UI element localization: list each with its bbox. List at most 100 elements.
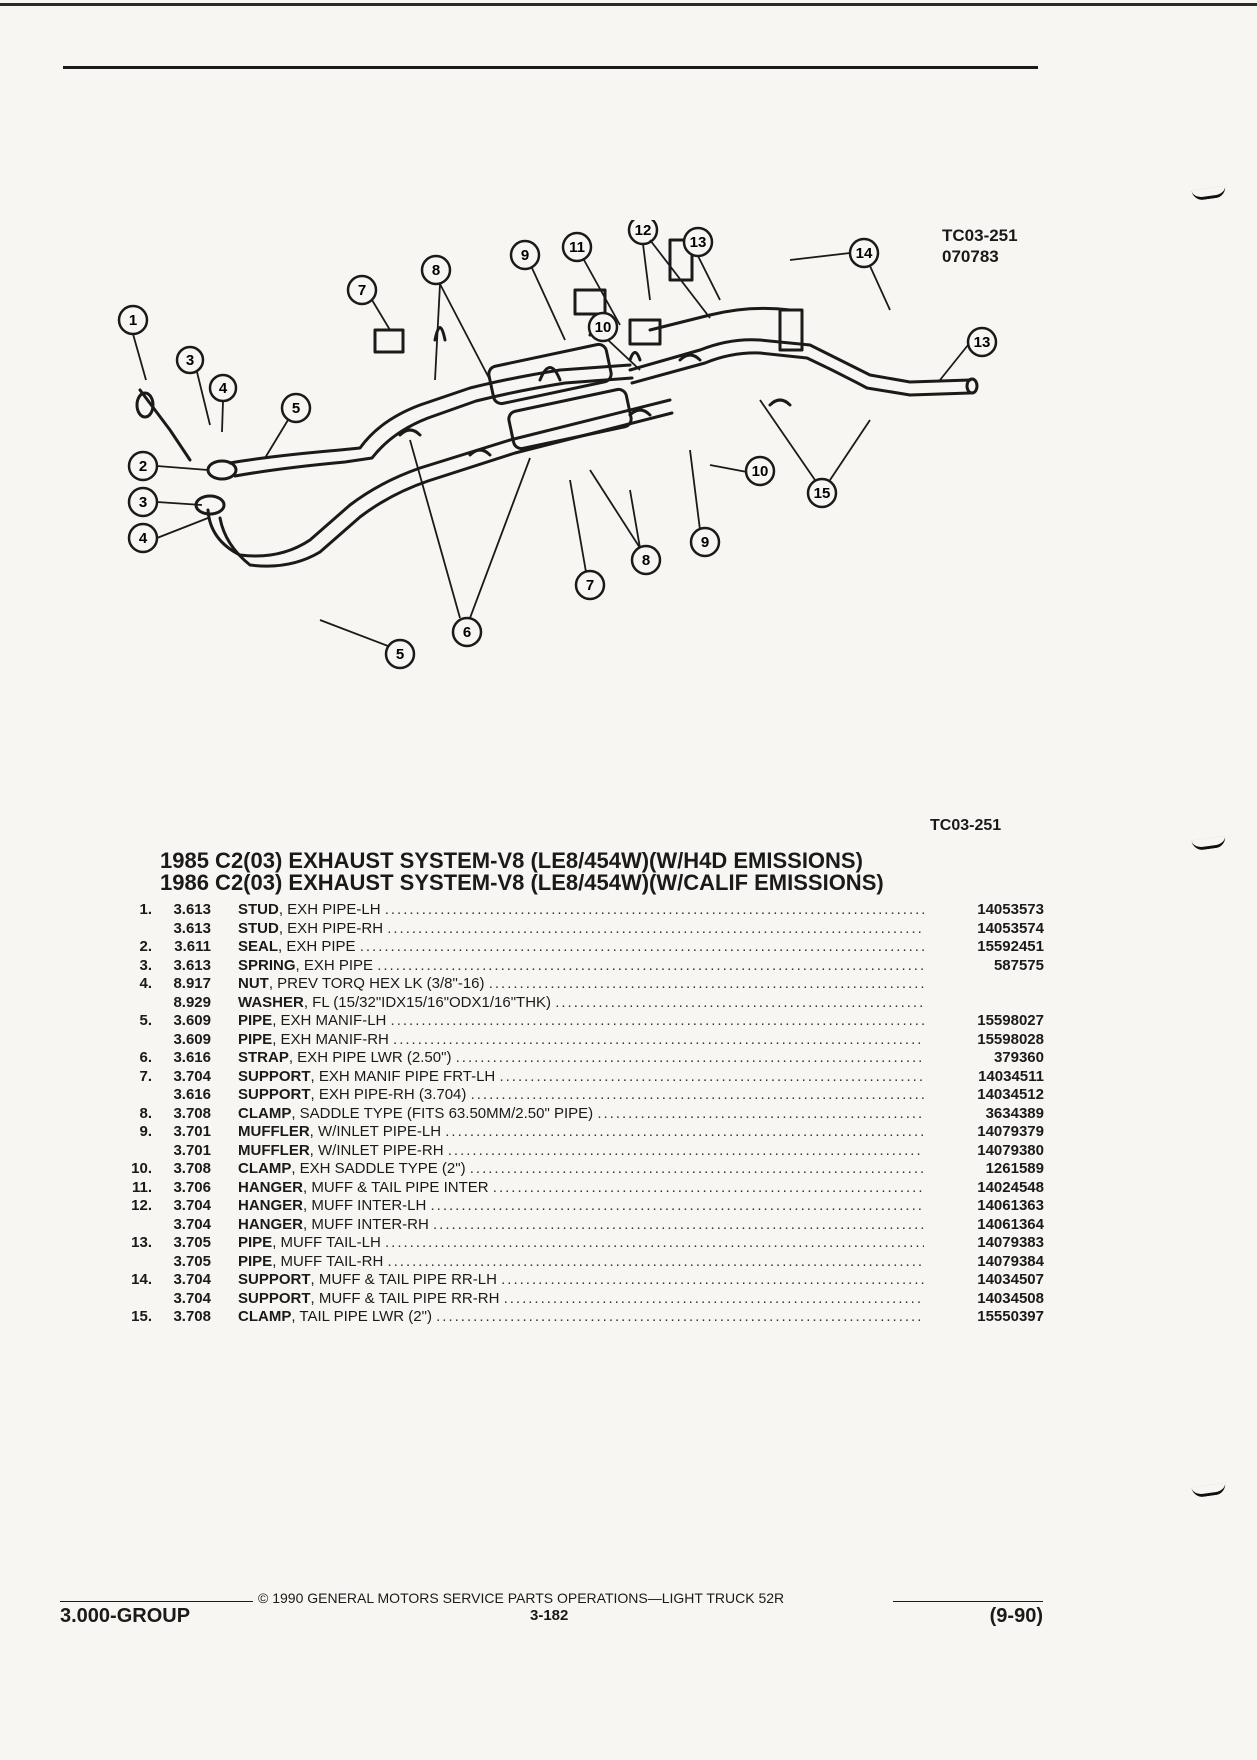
part-number: 14079384: [977, 1252, 1044, 1270]
ref-number: 12.: [131, 1197, 152, 1214]
leader-dots: ........................................…: [470, 1086, 924, 1103]
part-number: 14079379: [977, 1123, 1044, 1140]
exhaust-system-diagram: 1 3 4 5 2 3 4 5 6 7 7 8 8 9 9 10 10 11 1…: [117, 220, 998, 670]
part-description: PIPE, MUFF TAIL-RH .....................…: [238, 1253, 924, 1272]
leader-dots: ........................................…: [492, 1178, 924, 1196]
svg-text:10: 10: [752, 463, 769, 480]
figure-label: TC03-251: [930, 817, 1002, 834]
leader-dots: ........................................…: [384, 901, 924, 918]
svg-text:4: 4: [139, 530, 148, 547]
leader-dots: ........................................…: [501, 1271, 924, 1288]
callout-4-lower: 4: [127, 522, 159, 554]
ref-number: 15.: [131, 1308, 152, 1325]
part-detail: , MUFF & TAIL PIPE RR-LH: [310, 1271, 497, 1288]
callout-4-upper: 4: [208, 373, 238, 403]
svg-text:9: 9: [701, 534, 709, 551]
part-number: 14079383: [977, 1234, 1044, 1251]
figure-code-block: TC03-251 070783: [942, 225, 1018, 267]
svg-text:6: 6: [463, 624, 471, 641]
part-detail: , W/INLET PIPE-RH: [309, 1141, 444, 1159]
exhaust-pipe-rh: [206, 398, 672, 558]
part-detail: , FL (15/32"IDX15/16"ODX1/16"THK): [303, 993, 552, 1011]
tail-pipe-lh: [628, 338, 972, 384]
leader-dots: ........................................…: [447, 1141, 924, 1159]
ref-number: 1.: [139, 901, 152, 918]
part-number: 15598027: [977, 1012, 1044, 1029]
part-detail: , MUFF INTER-LH: [303, 1197, 427, 1214]
part-number: 14061364: [977, 1215, 1044, 1233]
part-name: SUPPORT: [238, 1067, 311, 1085]
part-detail: , EXH SADDLE TYPE (2"): [291, 1160, 466, 1177]
ref-number: 13.: [131, 1234, 152, 1251]
section-title: 1985 C2(03) EXHAUST SYSTEM-V8 (LE8/454W)…: [160, 850, 1060, 894]
part-description: SEAL, EXH PIPE .........................…: [238, 938, 924, 957]
callout-5-upper: 5: [280, 392, 312, 424]
callout-7-lower: 7: [574, 569, 606, 601]
part-name: SUPPORT: [238, 1271, 311, 1288]
part-name: SUPPORT: [238, 1289, 311, 1307]
callout-8-lower: 8: [630, 544, 662, 576]
part-name: STUD: [238, 901, 279, 918]
part-detail: , EXH PIPE-LH: [278, 901, 381, 918]
leader-dots: ........................................…: [555, 993, 924, 1011]
part-description: SUPPORT, EXH MANIF PIPE FRT-LH .........…: [238, 1068, 924, 1087]
part-description: STUD, EXH PIPE-RH ......................…: [238, 920, 924, 939]
binding-mark-top: [1191, 185, 1227, 202]
parts-row: 7. 3.704 SUPPORT, EXH MANIF PIPE FRT-LH ..…: [118, 1068, 1044, 1087]
part-detail: , EXH PIPE-RH: [278, 919, 384, 937]
part-number: 15598028: [977, 1030, 1044, 1048]
part-description: PIPE, MUFF TAIL-LH .....................…: [238, 1234, 924, 1253]
group-number: 3.704: [173, 1067, 211, 1085]
part-description: SUPPORT, EXH PIPE-RH (3.704) ...........…: [238, 1086, 924, 1105]
part-number: 15550397: [977, 1308, 1044, 1325]
ref-number: 9.: [139, 1123, 152, 1140]
callout-13-lower: 13: [966, 326, 998, 358]
group-number: 3.613: [173, 901, 211, 918]
part-description: STUD, EXH PIPE-LH ......................…: [238, 901, 924, 920]
group-number: 3.705: [173, 1234, 211, 1251]
part-name: STRAP: [238, 1049, 289, 1066]
group-number: 3.708: [173, 1308, 211, 1325]
part-number: 1261589: [985, 1160, 1044, 1177]
part-description: SUPPORT, MUFF & TAIL PIPE RR-LH ........…: [238, 1271, 924, 1290]
part-name: STUD: [238, 919, 279, 937]
part-description: MUFFLER, W/INLET PIPE-LH ...............…: [238, 1123, 924, 1142]
leader-dots: ........................................…: [469, 1160, 924, 1177]
svg-text:3: 3: [186, 352, 194, 369]
parts-row: 13. 3.705 PIPE, MUFF TAIL-LH .............…: [118, 1234, 1044, 1253]
ref-number: 7.: [139, 1067, 152, 1085]
leader-dots: ........................................…: [455, 1049, 924, 1066]
callout-9-upper: 9: [509, 239, 541, 271]
svg-text:12: 12: [635, 222, 652, 239]
group-number: 8.929: [173, 993, 211, 1011]
group-number: 3.616: [173, 1086, 211, 1103]
part-description: SUPPORT, MUFF & TAIL PIPE RR-RH ........…: [238, 1290, 924, 1309]
ref-number: 10.: [131, 1160, 152, 1177]
leader-dots: ........................................…: [433, 1215, 924, 1233]
callout-12: 12: [627, 220, 659, 246]
ref-number: 2.: [139, 938, 152, 955]
group-number: 8.917: [173, 975, 211, 992]
ref-number: 3.: [139, 956, 152, 974]
part-number: 3634389: [985, 1104, 1044, 1122]
part-detail: , EXH PIPE-RH (3.704): [310, 1086, 467, 1103]
leader-dots: ........................................…: [359, 938, 924, 955]
part-name: PIPE: [238, 1252, 273, 1270]
part-number: 14061363: [977, 1197, 1044, 1214]
group-number: 3.611: [174, 938, 211, 955]
part-detail: , MUFF TAIL-RH: [272, 1252, 384, 1270]
leader-dots: ........................................…: [384, 1234, 924, 1251]
part-number: 14053574: [977, 919, 1044, 937]
part-description: MUFFLER, W/INLET PIPE-RH ...............…: [238, 1142, 924, 1161]
part-name: MUFFLER: [238, 1141, 310, 1159]
group-number: 3.701: [173, 1141, 211, 1159]
part-description: CLAMP, SADDLE TYPE (FITS 63.50MM/2.50" P…: [238, 1105, 924, 1124]
part-number: 14034507: [977, 1271, 1044, 1288]
